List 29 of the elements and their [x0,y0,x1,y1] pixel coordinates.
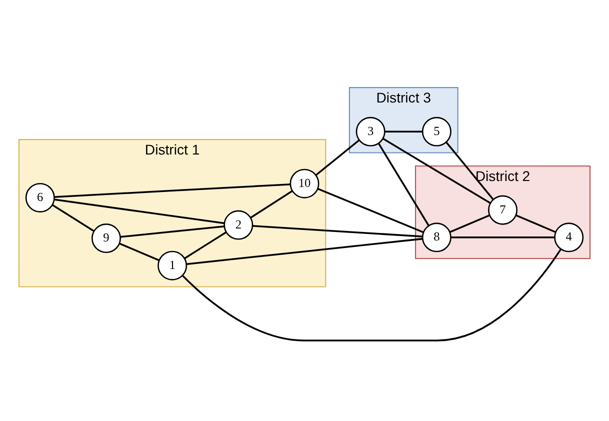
node-circle: 10 [290,168,320,198]
connector [54,198,225,224]
connector [378,142,430,226]
connector [318,188,424,233]
node-circle: 2 [224,210,254,240]
connector [186,238,423,266]
node-circle: 9 [91,224,121,254]
connector [54,183,290,198]
connector [52,204,94,232]
connector [252,225,422,238]
connector [315,139,360,176]
connector [184,231,227,260]
connector [120,226,224,238]
connector [446,142,494,200]
connector [119,242,160,262]
node-circle: 4 [554,222,584,252]
connector [450,236,555,238]
connector [450,214,490,233]
connector [384,130,422,133]
connector [182,248,562,342]
connector [382,138,491,204]
node-circle: 5 [422,116,452,146]
node-circle: 6 [25,182,55,212]
node-circle: 7 [488,195,518,225]
connector [250,190,293,218]
connector [516,214,556,233]
node-circle: 3 [356,116,386,146]
node-circle: 8 [422,222,452,252]
node-circle: 1 [158,250,188,280]
